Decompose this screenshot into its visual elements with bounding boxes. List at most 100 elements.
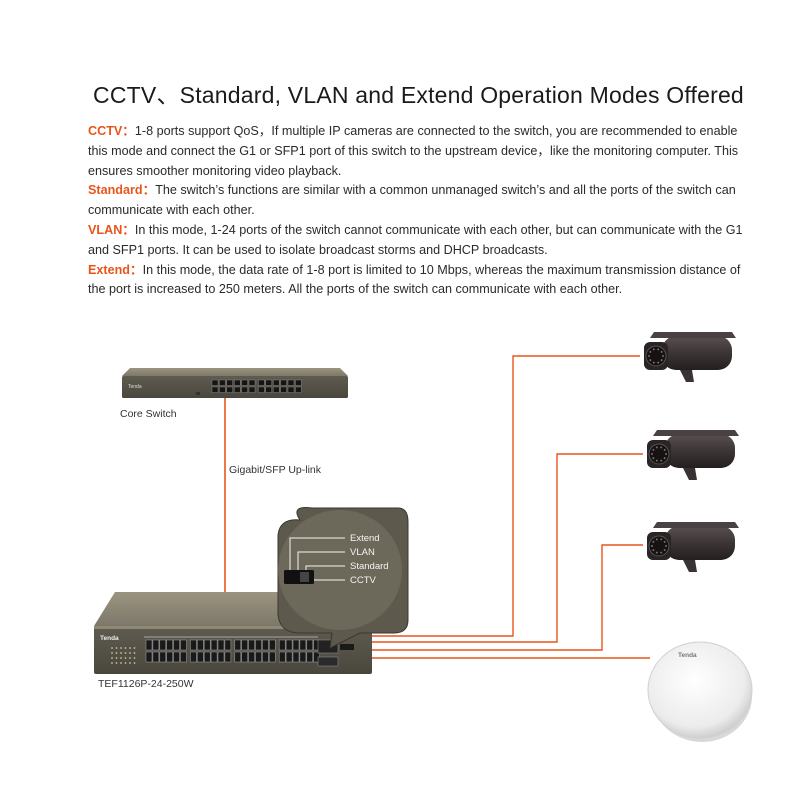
status-led xyxy=(129,657,131,659)
ethernet-port xyxy=(145,639,153,651)
ethernet-port xyxy=(190,639,197,651)
mode-label: Extend： xyxy=(88,262,143,277)
ir-led xyxy=(665,545,667,547)
ethernet-port xyxy=(248,651,255,663)
ethernet-port xyxy=(292,651,300,663)
ethernet-port xyxy=(278,639,286,651)
ir-led xyxy=(660,459,663,462)
ethernet-port xyxy=(255,639,262,651)
ir-led xyxy=(663,457,666,460)
ethernet-port xyxy=(278,651,286,663)
status-led xyxy=(115,662,118,664)
status-led xyxy=(111,652,113,654)
ethernet-port xyxy=(233,379,241,386)
camera-sunshield xyxy=(650,332,736,338)
wireless-access-point: Tenda xyxy=(647,641,753,742)
main-switch-model: TEF1126P-24-250W xyxy=(98,678,194,690)
ethernet-port xyxy=(226,386,234,393)
ethernet-port xyxy=(173,639,180,651)
ethernet-port xyxy=(287,386,295,393)
mode-extend: Extend：In this mode, the data rate of 1-… xyxy=(88,261,758,301)
camera-housing xyxy=(662,336,732,370)
ethernet-port xyxy=(265,379,272,386)
ir-led xyxy=(663,448,666,451)
status-led xyxy=(115,652,118,654)
ethernet-port xyxy=(262,639,269,651)
ethernet-port xyxy=(152,651,160,663)
ethernet-port xyxy=(224,639,232,651)
ethernet-port xyxy=(248,639,255,651)
status-led xyxy=(111,662,113,664)
ethernet-port xyxy=(269,651,276,663)
ethernet-port xyxy=(262,651,269,663)
ethernet-port xyxy=(219,379,226,386)
status-led xyxy=(124,657,127,659)
switch-option-vlan: VLAN xyxy=(350,547,375,558)
camera-lens xyxy=(648,443,670,465)
ir-led xyxy=(651,453,653,455)
ethernet-port xyxy=(217,651,225,663)
ethernet-port xyxy=(287,379,295,386)
ethernet-port xyxy=(203,651,211,663)
page-title: CCTV、Standard, VLAN and Extend Operation… xyxy=(93,82,744,108)
ethernet-port xyxy=(306,639,314,651)
mode-text: In this mode, 1-24 ports of the switch c… xyxy=(88,222,743,257)
mode-cctv: CCTV：1-8 ports support QoS，If multiple I… xyxy=(88,122,758,181)
ethernet-port xyxy=(180,651,187,663)
ir-led xyxy=(662,355,664,357)
ethernet-port xyxy=(295,379,302,386)
status-led xyxy=(120,662,122,664)
mode-switch-zoom: Extend VLAN Standard CCTV xyxy=(277,507,409,649)
ethernet-port xyxy=(166,651,173,663)
ethernet-port xyxy=(173,651,180,663)
camera-housing xyxy=(665,526,735,560)
ethernet-port xyxy=(280,379,287,386)
ir-led xyxy=(660,359,663,362)
mode-text: 1-8 ports support QoS，If multiple IP cam… xyxy=(88,124,739,178)
ir-led xyxy=(655,538,658,541)
core-switch-brand: Tenda xyxy=(128,384,142,390)
ethernet-port xyxy=(210,639,218,651)
status-led xyxy=(124,652,127,654)
mode-vlan: VLAN：In this mode, 1-24 ports of the swi… xyxy=(88,221,758,261)
ethernet-port xyxy=(211,386,219,393)
ethernet-port xyxy=(285,651,293,663)
ethernet-port xyxy=(226,379,234,386)
camera-1 xyxy=(644,332,736,382)
ethernet-port xyxy=(241,639,248,651)
ethernet-port xyxy=(159,651,167,663)
ir-led xyxy=(652,540,655,543)
mode-standard: Standard：The switch’s functions are simi… xyxy=(88,181,758,221)
status-leds xyxy=(111,647,136,664)
ethernet-port xyxy=(166,639,173,651)
ir-led xyxy=(649,359,652,362)
status-led xyxy=(111,647,113,649)
camera-mount xyxy=(683,560,697,572)
mode-label: CCTV： xyxy=(88,124,135,138)
ethernet-port xyxy=(295,386,302,393)
status-led xyxy=(129,662,131,664)
ir-led xyxy=(655,459,658,462)
camera-2 xyxy=(647,430,739,480)
status-led xyxy=(124,647,127,649)
cable-camera-2 xyxy=(372,453,643,643)
ir-led xyxy=(660,446,663,449)
ethernet-port xyxy=(248,379,256,386)
ir-led xyxy=(657,361,660,364)
status-led xyxy=(111,657,113,659)
ethernet-port xyxy=(197,639,204,651)
status-led xyxy=(133,647,136,649)
ethernet-port xyxy=(292,639,300,651)
ethernet-port xyxy=(211,379,219,386)
ethernet-port xyxy=(224,651,232,663)
status-led xyxy=(129,652,131,654)
status-led xyxy=(120,652,122,654)
core-switch-label: Core Switch xyxy=(120,408,177,420)
ir-led xyxy=(660,538,663,541)
ethernet-port xyxy=(265,386,272,393)
ir-led xyxy=(651,545,653,547)
ir-led xyxy=(652,348,655,351)
ethernet-port xyxy=(159,639,167,651)
ethernet-port xyxy=(299,651,307,663)
